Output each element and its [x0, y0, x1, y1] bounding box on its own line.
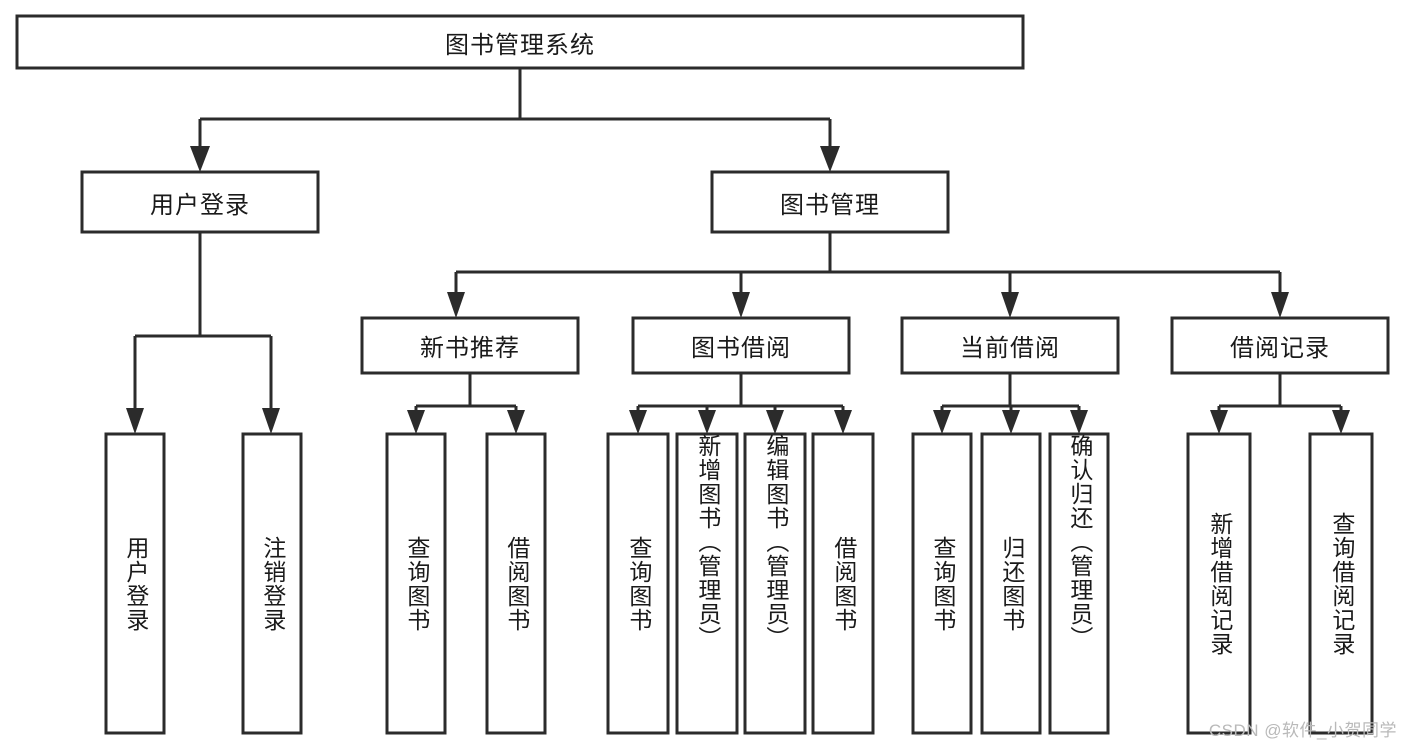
arrow-head [262, 408, 280, 434]
arrow-head [126, 408, 144, 434]
arrow-head [698, 410, 716, 434]
arrow-head [834, 410, 852, 434]
node-leaf-edit-book[interactable] [743, 432, 807, 735]
node-leaf-add-record[interactable] [1186, 432, 1252, 735]
node-book-management[interactable] [710, 170, 950, 234]
arrow-head [732, 292, 750, 318]
connector-borrow-record-to-leaves [1210, 373, 1350, 434]
arrow-head [407, 410, 425, 434]
node-leaf-logout[interactable] [241, 432, 303, 735]
node-leaf-user-login[interactable] [104, 432, 166, 735]
connector-current-borrow-to-leaves [933, 373, 1088, 434]
node-leaf-add-book[interactable] [675, 432, 739, 735]
arrow-head [1001, 292, 1019, 318]
node-book-borrow[interactable] [631, 316, 851, 375]
node-current-borrow[interactable] [900, 316, 1120, 375]
arrow-head [190, 146, 210, 172]
node-leaf-borrow-book-2[interactable] [811, 432, 875, 735]
node-leaf-query-book-1[interactable] [385, 432, 447, 735]
node-borrow-record[interactable] [1170, 316, 1390, 375]
arrow-head [507, 410, 525, 434]
node-book-management-system[interactable] [15, 14, 1025, 70]
node-leaf-confirm-return[interactable] [1048, 432, 1110, 735]
arrow-head [1271, 292, 1289, 318]
arrow-head [1210, 410, 1228, 434]
node-user-login[interactable] [80, 170, 320, 234]
arrow-head [820, 146, 840, 172]
connector-book-management-to-level3 [447, 232, 1289, 318]
node-leaf-query-book-2[interactable] [606, 432, 670, 735]
node-leaf-query-record[interactable] [1308, 432, 1374, 735]
arrow-head [766, 410, 784, 434]
arrow-head [1070, 410, 1088, 434]
connector-root-to-level2 [190, 68, 840, 172]
arrow-head [447, 292, 465, 318]
arrow-head [933, 410, 951, 434]
node-leaf-return-book[interactable] [980, 432, 1042, 735]
connector-user-login-to-leaves [126, 232, 280, 434]
node-leaf-query-book-3[interactable] [911, 432, 973, 735]
node-new-book-recommend[interactable] [360, 316, 580, 375]
arrow-head [1002, 410, 1020, 434]
arrow-head [629, 410, 647, 434]
arrow-head [1332, 410, 1350, 434]
connector-new-book-recommend-to-leaves [407, 373, 525, 434]
connector-book-borrow-to-leaves [629, 373, 852, 434]
node-leaf-borrow-book-1[interactable] [485, 432, 547, 735]
